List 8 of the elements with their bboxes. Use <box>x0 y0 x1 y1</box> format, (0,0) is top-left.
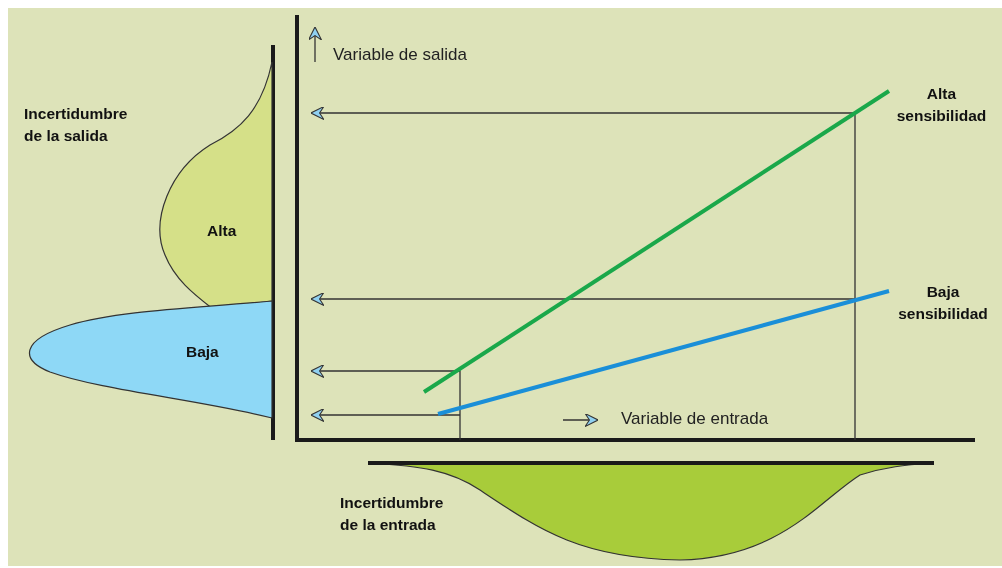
curve-label: Alta <box>207 221 237 241</box>
axis-label: Variable de entrada <box>621 408 769 430</box>
line-label: Baja sensibilidad <box>897 282 989 324</box>
line-label: Alta sensibilidad <box>895 84 988 126</box>
curve-label: Baja <box>186 342 219 362</box>
curve-caption: Incertidumbre de la entrada <box>340 493 445 535</box>
curve-heading: Incertidumbre de la salida <box>24 104 129 146</box>
axis-label: Variable de salida <box>333 44 467 66</box>
